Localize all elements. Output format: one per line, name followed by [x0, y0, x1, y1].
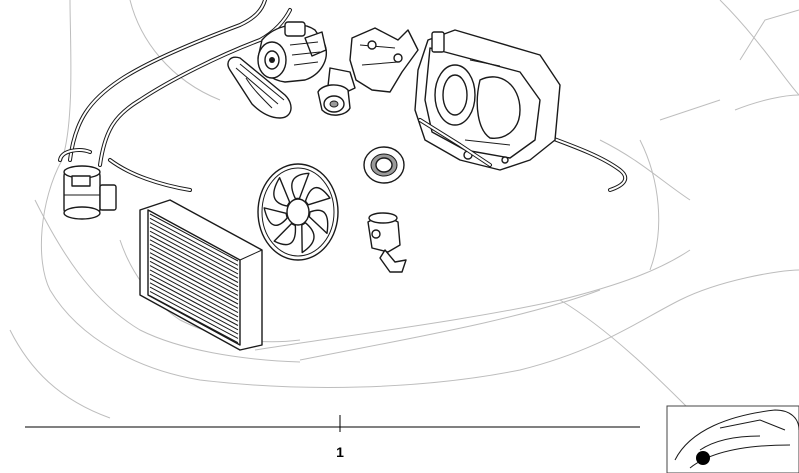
condenser-fin	[149, 217, 239, 266]
condenser	[139, 199, 263, 351]
fan-blade	[304, 186, 331, 206]
condenser-fin	[149, 256, 239, 305]
condenser-fin	[149, 230, 239, 279]
fan-blade	[308, 209, 329, 235]
callout-bar: 1	[25, 415, 640, 460]
condenser-fin	[149, 247, 239, 296]
fan-blade	[301, 222, 315, 254]
condenser-fin	[149, 243, 239, 292]
condenser-fin	[149, 226, 239, 275]
condenser-fin	[149, 213, 239, 262]
seal-ring	[363, 146, 405, 184]
condenser-fin	[149, 286, 239, 335]
heater-ac-unit	[414, 29, 561, 171]
drive-belt	[227, 56, 292, 119]
condenser-fin	[149, 252, 239, 301]
fan-blade	[291, 172, 310, 200]
fan-blades	[263, 172, 331, 254]
condenser-fins	[149, 213, 239, 344]
auxiliary-fan	[257, 163, 339, 261]
compressor-bracket	[327, 27, 419, 96]
condenser-fin	[149, 239, 239, 288]
condenser-fin	[149, 278, 239, 326]
ac-compressor	[257, 21, 327, 83]
condenser-fin	[149, 290, 239, 339]
control-valve	[367, 212, 407, 273]
condenser-fin	[149, 260, 239, 309]
location-marker	[696, 451, 710, 465]
fan-blade	[273, 222, 297, 246]
condenser-fin	[149, 222, 239, 271]
condenser-fin	[149, 265, 239, 314]
tensioner-pulley	[317, 84, 351, 116]
condenser-fin	[149, 282, 239, 331]
condenser-fin	[149, 269, 239, 318]
condenser-fin	[149, 273, 239, 322]
condenser-fin	[149, 295, 239, 344]
location-thumbnail	[666, 405, 799, 473]
callout-label: 1	[336, 444, 344, 460]
fan-blade	[263, 207, 288, 227]
fan-blade	[273, 176, 291, 207]
condenser-fin	[149, 235, 239, 283]
receiver-drier	[63, 165, 117, 220]
